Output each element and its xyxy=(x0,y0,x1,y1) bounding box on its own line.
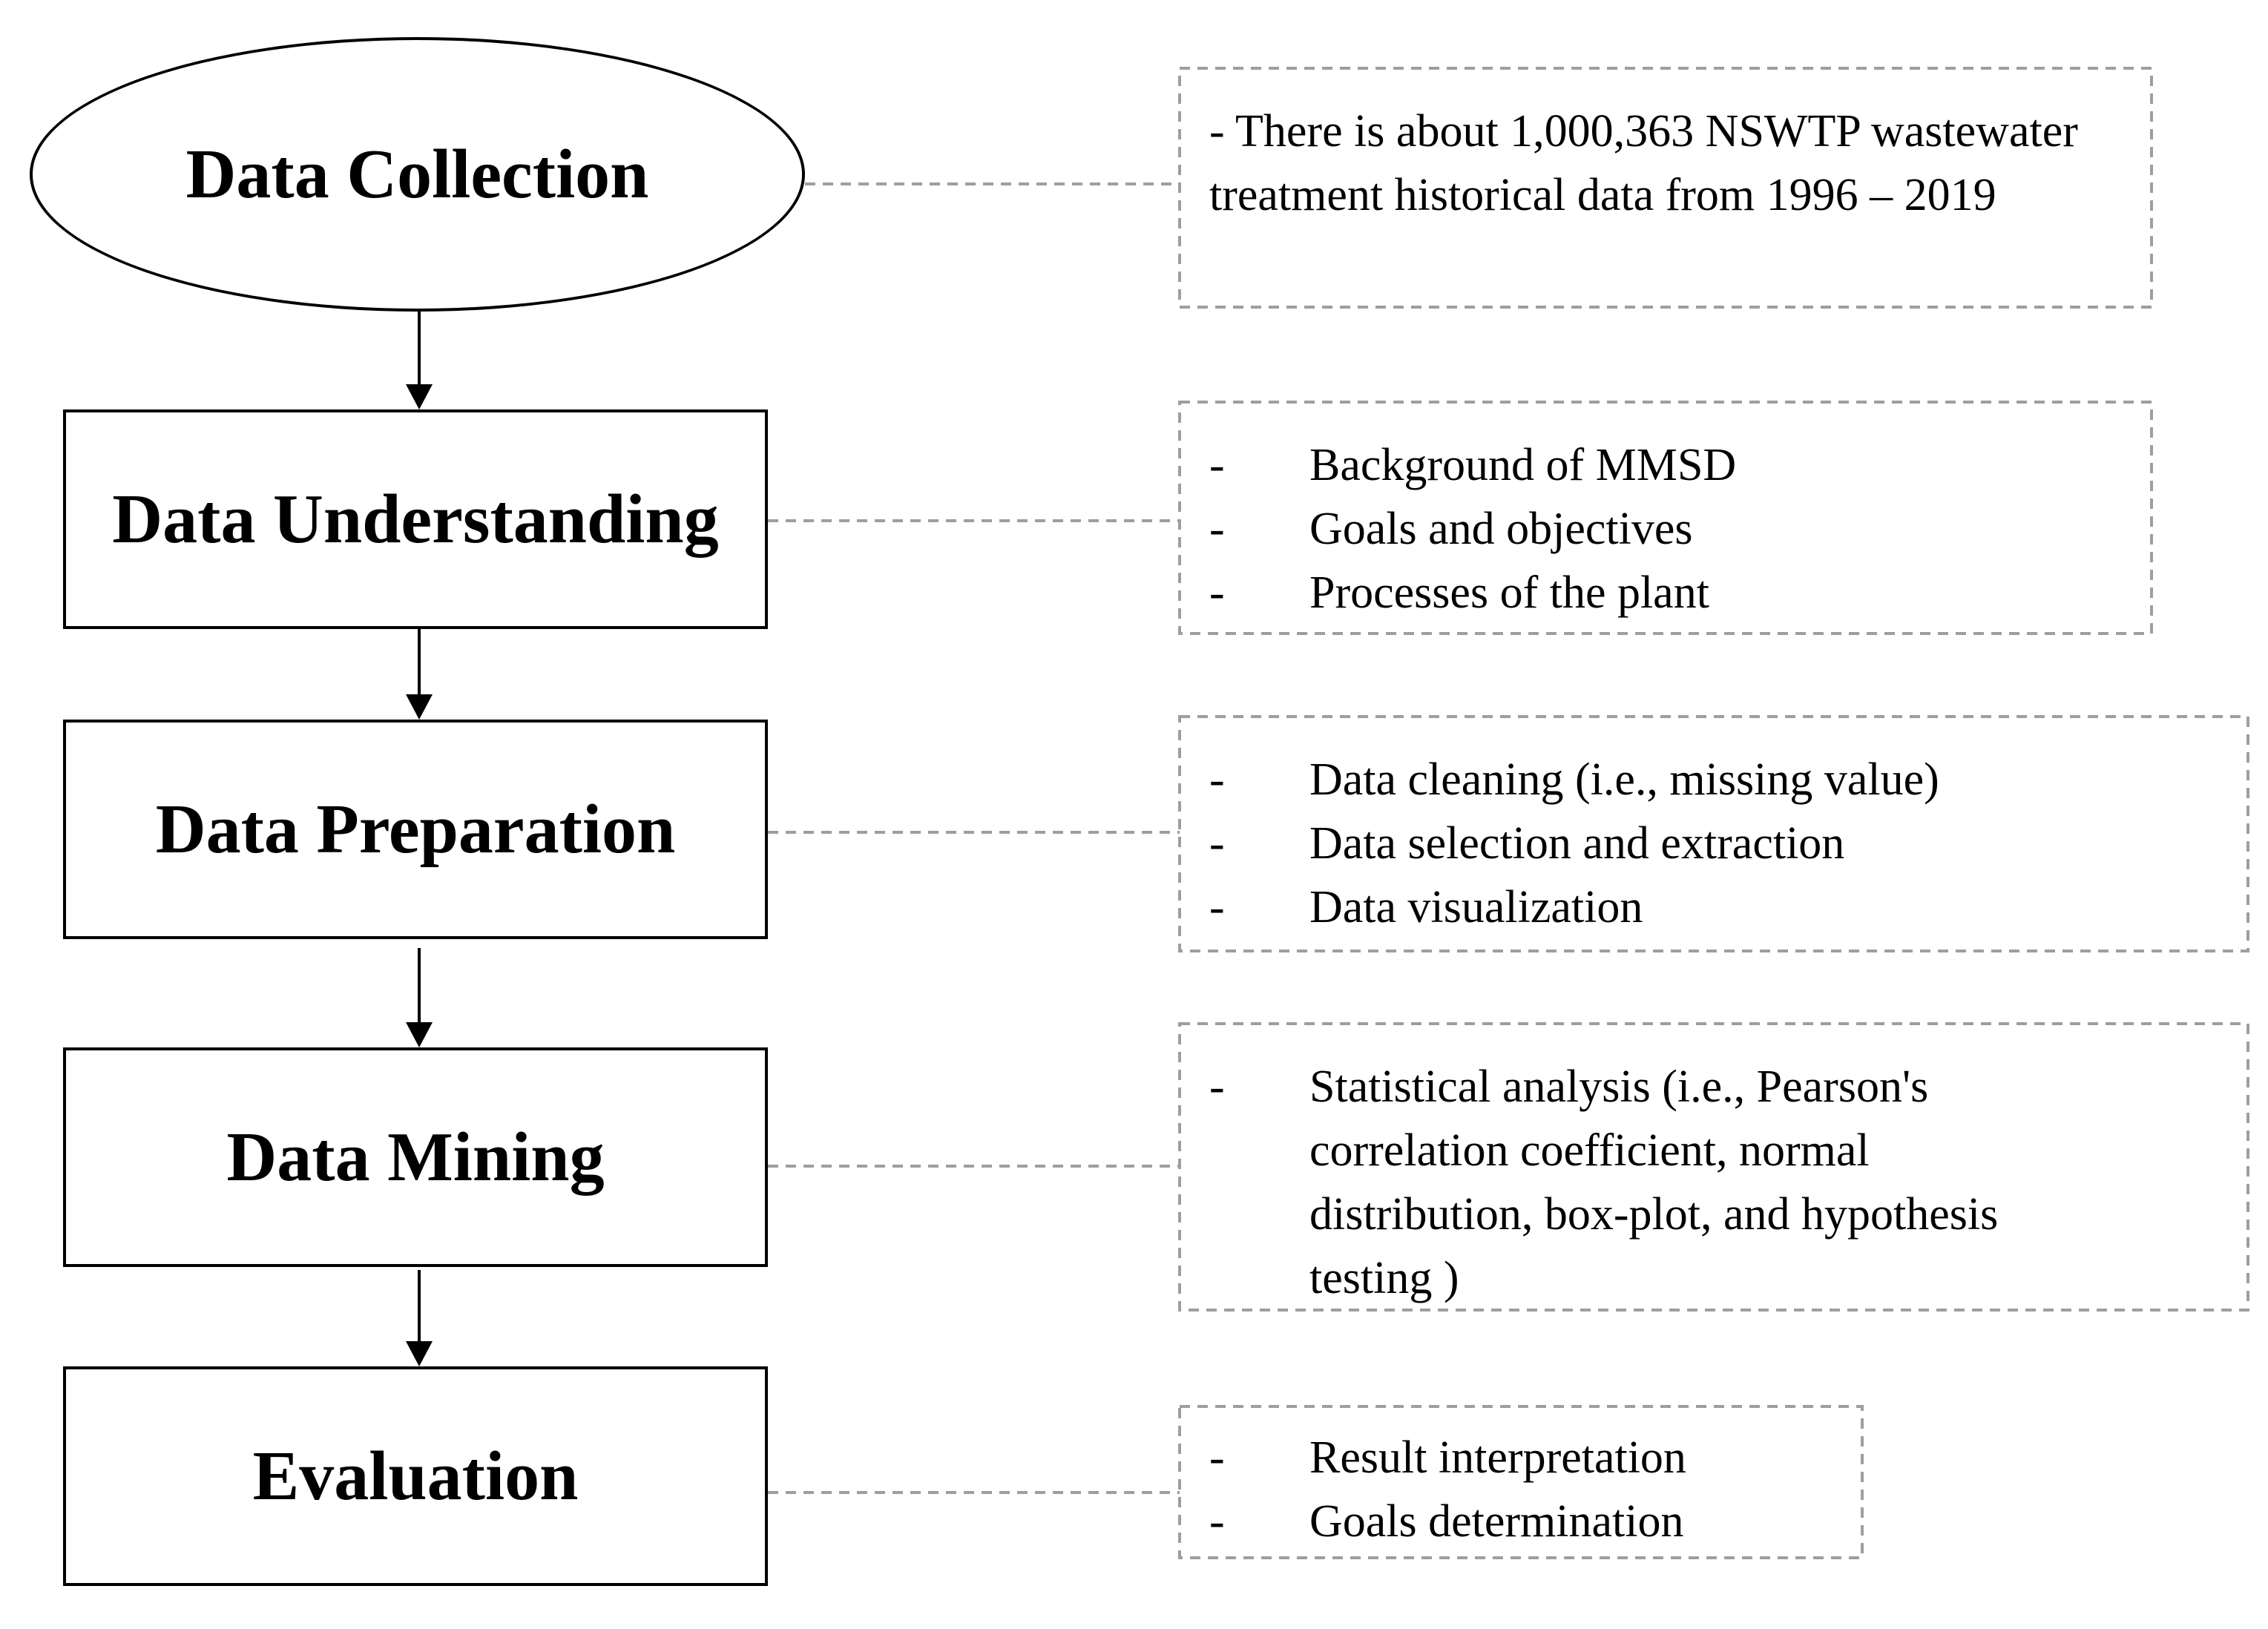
arrowhead-mining-to-evaluation xyxy=(406,1341,433,1366)
note-evaluation-list: - Result interpretation - Goals determin… xyxy=(1209,1426,1833,1553)
note-collection-text: - There is about 1,000,363 NSWTP wastewa… xyxy=(1209,106,2078,220)
list-item-text: Statistical analysis (i.e., Pearson's co… xyxy=(1309,1062,1999,1303)
arrowhead-preparation-to-mining xyxy=(406,1022,433,1047)
list-item: - Processes of the plant xyxy=(1209,561,2122,625)
stage-data-collection: Data Collection xyxy=(30,37,805,312)
note-border-understanding xyxy=(1178,401,2153,635)
list-item-text: Goals and objectives xyxy=(1309,504,1693,554)
list-item: - Result interpretation xyxy=(1209,1426,1833,1490)
bullet-dash: - xyxy=(1209,567,1225,618)
note-border-evaluation xyxy=(1178,1405,1864,1559)
note-borders xyxy=(1178,67,2249,1559)
note-evaluation: - Result interpretation - Goals determin… xyxy=(1180,1406,1862,1558)
stage-label-mining: Data Mining xyxy=(226,1119,605,1196)
stage-data-mining: Data Mining xyxy=(63,1047,768,1267)
list-item-text: Data visualization xyxy=(1309,882,1643,932)
list-item-text: Goals determination xyxy=(1309,1496,1684,1547)
note-mining: - Statistical analysis (i.e., Pearson's … xyxy=(1180,1024,2248,1310)
list-item-text: Data cleaning (i.e., missing value) xyxy=(1309,754,1939,805)
stage-label-preparation: Data Preparation xyxy=(155,791,676,868)
note-border-mining xyxy=(1178,1022,2249,1312)
list-item-text: Processes of the plant xyxy=(1309,567,1709,618)
list-item: - Data cleaning (i.e., missing value) xyxy=(1209,748,2218,812)
flow-arrows xyxy=(406,312,433,1366)
list-item: - Goals determination xyxy=(1209,1490,1833,1553)
arrowhead-collection-to-understanding xyxy=(406,384,433,409)
bullet-dash: - xyxy=(1209,504,1225,554)
note-collection: - There is about 1,000,363 NSWTP wastewa… xyxy=(1180,68,2152,307)
note-understanding-list: - Background of MMSD - Goals and objecti… xyxy=(1209,433,2122,625)
stage-label-understanding: Data Understanding xyxy=(112,481,719,558)
stage-evaluation: Evaluation xyxy=(63,1366,768,1586)
bullet-dash: - xyxy=(1209,1496,1225,1547)
list-item: - Data selection and extraction xyxy=(1209,812,2218,875)
note-mining-list: - Statistical analysis (i.e., Pearson's … xyxy=(1209,1055,2025,1310)
list-item-text: Background of MMSD xyxy=(1309,440,1737,490)
note-leaders xyxy=(768,182,1180,1494)
bullet-dash: - xyxy=(1209,1432,1225,1483)
note-preparation: - Data cleaning (i.e., missing value) - … xyxy=(1180,717,2248,951)
note-border-preparation xyxy=(1178,715,2249,952)
note-border-collection xyxy=(1178,67,2153,309)
list-item: - Background of MMSD xyxy=(1209,433,2122,497)
stage-data-preparation: Data Preparation xyxy=(63,720,768,939)
bullet-dash: - xyxy=(1209,882,1225,932)
stage-data-understanding: Data Understanding xyxy=(63,409,768,629)
stage-label-evaluation: Evaluation xyxy=(252,1438,579,1515)
arrowhead-understanding-to-preparation xyxy=(406,694,433,720)
list-item: - Data visualization xyxy=(1209,875,2218,939)
list-item: - Goals and objectives xyxy=(1209,497,2122,561)
note-preparation-list: - Data cleaning (i.e., missing value) - … xyxy=(1209,748,2218,939)
stage-label-collection: Data Collection xyxy=(185,136,649,213)
note-understanding: - Background of MMSD - Goals and objecti… xyxy=(1180,402,2152,634)
list-item: - Statistical analysis (i.e., Pearson's … xyxy=(1209,1055,2025,1310)
list-item-text: Result interpretation xyxy=(1309,1432,1686,1483)
bullet-dash: - xyxy=(1209,1062,1225,1112)
bullet-dash: - xyxy=(1209,440,1225,490)
bullet-dash: - xyxy=(1209,818,1225,869)
bullet-dash: - xyxy=(1209,754,1225,805)
list-item-text: Data selection and extraction xyxy=(1309,818,1845,869)
